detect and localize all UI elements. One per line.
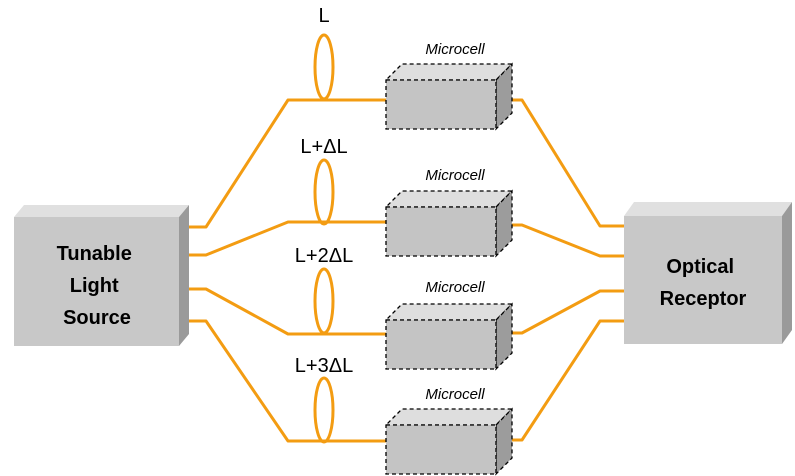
source-label-line-3: Source [63,307,131,329]
coil-label-1: L [318,5,329,27]
fiber-path-4 [186,319,400,443]
fiber-coil-3 [313,267,335,335]
microcell-label-2: Microcell [425,167,485,184]
coil-label-3: L+2ΔL [295,245,353,267]
fiber-coil-4 [313,376,335,444]
svg-text:Tunable Light Sour: Tunable Light Source [57,243,138,329]
coil-label-4: L+3ΔL [295,355,353,377]
tunable-light-source-box: Tunable Light Source [14,205,189,346]
coil-label-2: L+ΔL [300,136,347,158]
fibers [186,98,629,443]
fiber-out-1 [503,98,629,228]
microcell-label-1: Microcell [425,41,485,58]
fiber-path-3 [186,287,400,336]
source-label-line-2: Light [70,275,119,297]
source-label-line-1: Tunable [57,243,132,265]
fiber-path-1 [186,98,400,229]
microcell-3 [384,302,514,371]
fiber-out-2 [503,223,629,258]
fiber-coil-2 [313,158,335,226]
receptor-label-line-2: Receptor [660,288,747,310]
fiber-path-2 [186,220,400,257]
receptor-label-line-1: Optical [666,256,734,278]
fiber-out-3 [503,289,629,335]
microcell-2 [384,189,514,258]
microcell-4 [384,407,514,476]
svg-text:Optical Receptor: Optical Receptor [660,256,747,310]
microcell-label-4: Microcell [425,386,485,403]
optical-receptor-box: Optical Receptor [624,202,792,344]
fiber-out-4 [503,319,629,442]
fiber-coil-1 [313,33,335,101]
microcell-1 [384,62,514,131]
fiber-coils [313,33,335,444]
microcell-label-3: Microcell [425,279,485,296]
